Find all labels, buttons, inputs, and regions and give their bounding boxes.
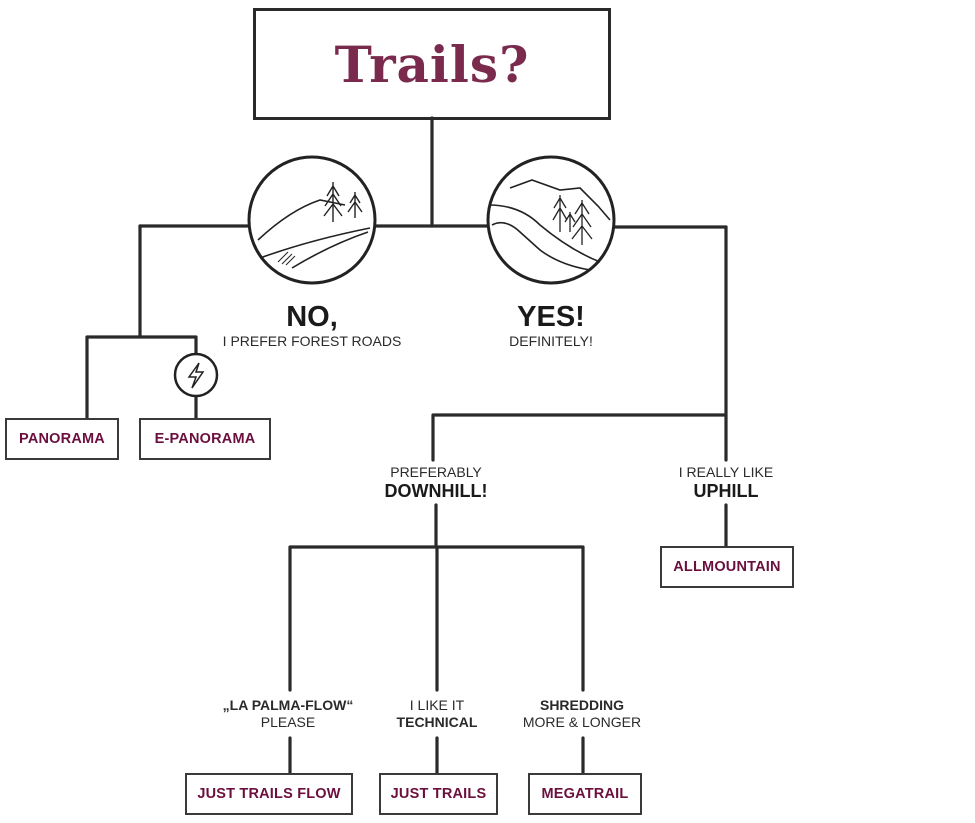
- branch-yes-sub: DEFINITELY!: [509, 333, 593, 349]
- option-shredding: SHREDDING MORE & LONGER: [523, 697, 641, 731]
- option-flow-line2: PLEASE: [260, 714, 316, 730]
- downhill-main: DOWNHILL!: [384, 481, 488, 501]
- result-e-panorama[interactable]: E-PANORAMA: [139, 418, 271, 460]
- option-technical-line1: I LIKE IT: [409, 697, 465, 713]
- forest-road-icon: [247, 155, 377, 285]
- option-technical-line2: TECHNICAL: [396, 714, 478, 730]
- result-megatrail[interactable]: MEGATRAIL: [528, 773, 642, 815]
- option-shredding-line2: MORE & LONGER: [522, 714, 642, 730]
- option-shredding-line1: SHREDDING: [539, 697, 624, 713]
- lightning-icon: [173, 352, 219, 398]
- result-panorama[interactable]: PANORAMA: [5, 418, 119, 460]
- option-uphill: I REALLY LIKE UPHILL: [679, 464, 773, 501]
- option-downhill: PREFERABLY DOWNHILL!: [385, 464, 488, 501]
- result-just-trails[interactable]: JUST TRAILS: [379, 773, 498, 815]
- branch-yes-heading: YES!: [517, 301, 585, 333]
- title-box: Trails?: [253, 8, 611, 120]
- branch-yes-label: YES! DEFINITELY!: [509, 301, 593, 350]
- page-title: Trails?: [334, 34, 530, 94]
- result-allmountain[interactable]: ALLMOUNTAIN: [660, 546, 794, 588]
- mountain-trail-icon: [486, 155, 616, 285]
- branch-no-sub: I PREFER FOREST ROADS: [222, 333, 402, 349]
- downhill-pre: PREFERABLY: [390, 464, 482, 480]
- option-flow-line1: „LA PALMA-FLOW“: [222, 697, 354, 713]
- branch-no-heading: NO,: [286, 301, 338, 333]
- uphill-main: UPHILL: [693, 481, 759, 501]
- branch-no-label: NO, I PREFER FOREST ROADS: [223, 301, 402, 350]
- option-flow: „LA PALMA-FLOW“ PLEASE: [223, 697, 354, 731]
- option-technical: I LIKE IT TECHNICAL: [397, 697, 478, 731]
- result-just-trails-flow[interactable]: JUST TRAILS FLOW: [185, 773, 353, 815]
- uphill-pre: I REALLY LIKE: [678, 464, 774, 480]
